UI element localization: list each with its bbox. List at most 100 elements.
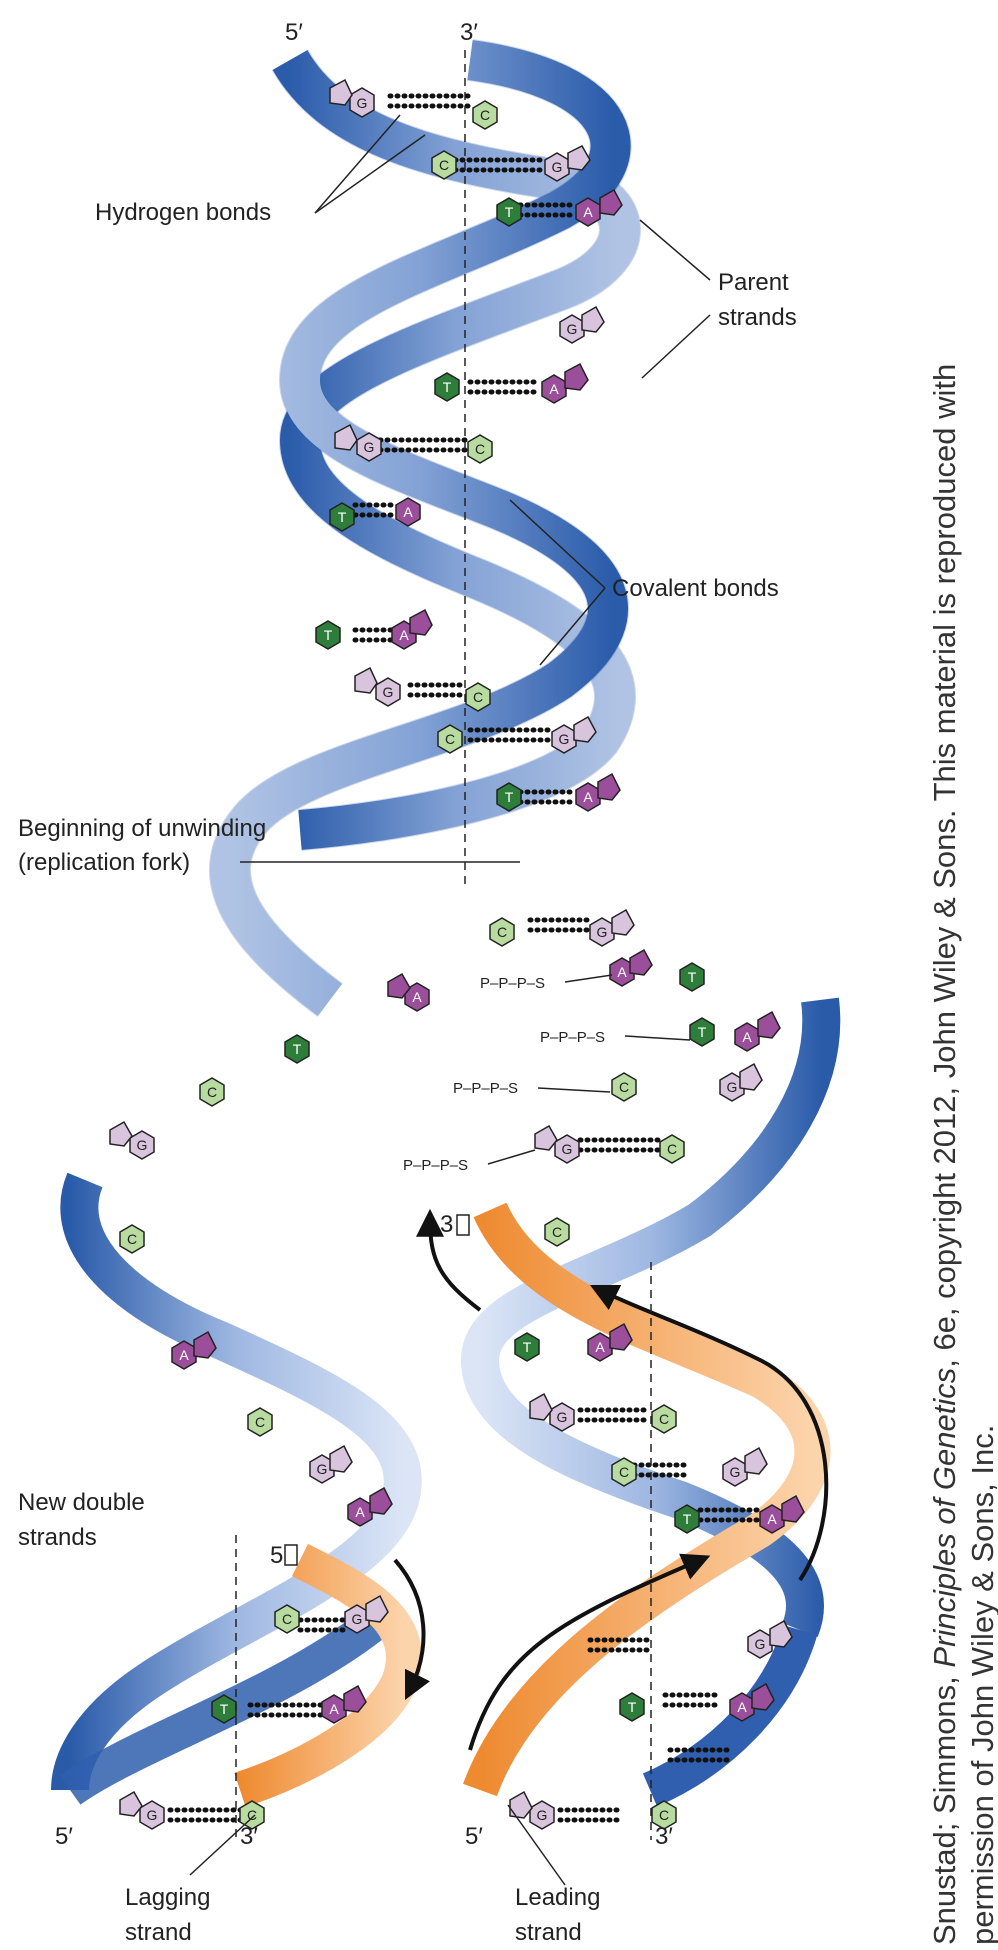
svg-text:A: A bbox=[403, 504, 413, 520]
svg-text:A: A bbox=[549, 381, 559, 397]
svg-text:C: C bbox=[667, 1141, 677, 1157]
strand-end-label: 5′ bbox=[285, 19, 303, 46]
svg-text:C: C bbox=[255, 1414, 265, 1430]
base-letters: G C C G T A G T A G C T A T A G C C G T … bbox=[127, 95, 777, 1823]
svg-text:C: C bbox=[127, 1231, 137, 1247]
parent-strand-b bbox=[210, 40, 631, 1016]
svg-text:G: G bbox=[727, 1079, 738, 1095]
base-g bbox=[109, 1120, 155, 1160]
svg-text:G: G bbox=[137, 1137, 148, 1153]
base-g bbox=[544, 145, 591, 182]
svg-text:C: C bbox=[552, 1224, 562, 1240]
base-c bbox=[544, 1217, 570, 1247]
svg-text:C: C bbox=[439, 157, 449, 173]
hydrogen-bond-rows bbox=[167, 93, 763, 1823]
svg-text:C: C bbox=[473, 689, 483, 705]
svg-text:A: A bbox=[742, 1029, 752, 1045]
base-t bbox=[619, 1692, 645, 1722]
base-t bbox=[496, 782, 522, 812]
base-c bbox=[611, 1457, 637, 1487]
svg-text:C: C bbox=[619, 1464, 629, 1480]
base-c bbox=[472, 100, 498, 130]
missing-glyph-box bbox=[456, 1214, 470, 1236]
strand-end-label: 5′ bbox=[55, 1823, 73, 1850]
base-t bbox=[315, 620, 341, 650]
triphosphate-nucleotide: P–P–P–S bbox=[480, 975, 545, 992]
base-a bbox=[575, 188, 623, 227]
left-daughter-helix bbox=[51, 1172, 431, 1808]
base-c bbox=[465, 682, 491, 712]
base-a bbox=[395, 497, 421, 527]
base-c bbox=[274, 1604, 300, 1634]
svg-text:T: T bbox=[324, 627, 333, 643]
bases bbox=[109, 78, 805, 1830]
base-g bbox=[534, 1124, 580, 1164]
parent-strands-label-line2: strands bbox=[718, 304, 797, 331]
right-daughter-helix bbox=[416, 997, 841, 1807]
svg-text:G: G bbox=[559, 731, 570, 747]
svg-text:C: C bbox=[659, 1807, 669, 1823]
leading-3-end-label: 3 bbox=[440, 1211, 453, 1238]
svg-text:C: C bbox=[475, 441, 485, 457]
base-c bbox=[489, 917, 515, 947]
parent-helix bbox=[209, 39, 641, 1017]
svg-text:C: C bbox=[480, 107, 490, 123]
base-c bbox=[431, 150, 457, 180]
svg-text:G: G bbox=[357, 95, 368, 111]
svg-text:T: T bbox=[505, 204, 514, 220]
base-t bbox=[514, 1332, 540, 1362]
svg-text:C: C bbox=[282, 1611, 292, 1627]
base-t bbox=[211, 1694, 237, 1724]
svg-text:G: G bbox=[562, 1141, 573, 1157]
unwinding-label-line1: Beginning of unwinding bbox=[18, 815, 266, 842]
new-double-strands-label-line2: strands bbox=[18, 1524, 97, 1551]
strand-end-label: 3′ bbox=[460, 19, 478, 46]
base-g bbox=[354, 666, 401, 707]
lagging-strand-label-line1: Lagging bbox=[125, 1884, 210, 1911]
base-t bbox=[674, 1504, 700, 1534]
base-c bbox=[437, 724, 463, 754]
base-g bbox=[329, 78, 375, 118]
triphosphate-nucleotide: P–P–P–S bbox=[403, 1157, 468, 1174]
svg-text:T: T bbox=[523, 1339, 532, 1355]
lagging-arrow bbox=[393, 1558, 431, 1701]
base-c bbox=[247, 1407, 273, 1437]
hydrogen-bonds-label: Hydrogen bonds bbox=[95, 199, 271, 226]
leading-strand-label-line1: Leading bbox=[515, 1884, 600, 1911]
svg-text:A: A bbox=[583, 204, 593, 220]
svg-text:G: G bbox=[317, 1461, 328, 1477]
svg-text:T: T bbox=[628, 1699, 637, 1715]
free-nucleotides: P–P–P–S P–P–P–S P–P–P–S P–P–P–S bbox=[403, 974, 691, 1174]
svg-text:G: G bbox=[352, 1611, 363, 1627]
svg-text:C: C bbox=[207, 1084, 217, 1100]
strand-end-label: 3′ bbox=[240, 1823, 258, 1850]
axis-lines bbox=[235, 50, 652, 1840]
svg-text:C: C bbox=[247, 1807, 257, 1823]
covalent-bonds-label: Covalent bonds bbox=[612, 575, 779, 602]
base-t bbox=[496, 197, 522, 227]
svg-text:T: T bbox=[338, 509, 347, 525]
base-g bbox=[722, 1446, 768, 1487]
lagging-strand bbox=[234, 1543, 422, 1808]
base-t bbox=[434, 372, 460, 402]
base-a bbox=[541, 362, 589, 404]
svg-text:T: T bbox=[293, 1041, 302, 1057]
base-a bbox=[347, 1486, 393, 1527]
parent-strands-label-line1: Parent bbox=[718, 269, 789, 296]
base-g bbox=[529, 1392, 575, 1432]
svg-text:A: A bbox=[412, 989, 422, 1005]
svg-text:G: G bbox=[364, 439, 375, 455]
svg-text:C: C bbox=[497, 924, 507, 940]
base-c bbox=[651, 1800, 677, 1830]
base-a bbox=[734, 1010, 781, 1052]
base-g bbox=[334, 423, 382, 462]
base-a bbox=[391, 608, 433, 650]
base-g bbox=[747, 1619, 793, 1659]
strand-end-label: 3′ bbox=[655, 1823, 673, 1850]
svg-text:Snustad; Simmons, Principles o: Snustad; Simmons, Principles of Genetics… bbox=[927, 364, 962, 1945]
svg-text:G: G bbox=[552, 159, 563, 175]
base-t bbox=[329, 502, 355, 532]
lagging-strand-label-line2: strand bbox=[125, 1919, 192, 1946]
base-g bbox=[344, 1594, 389, 1634]
